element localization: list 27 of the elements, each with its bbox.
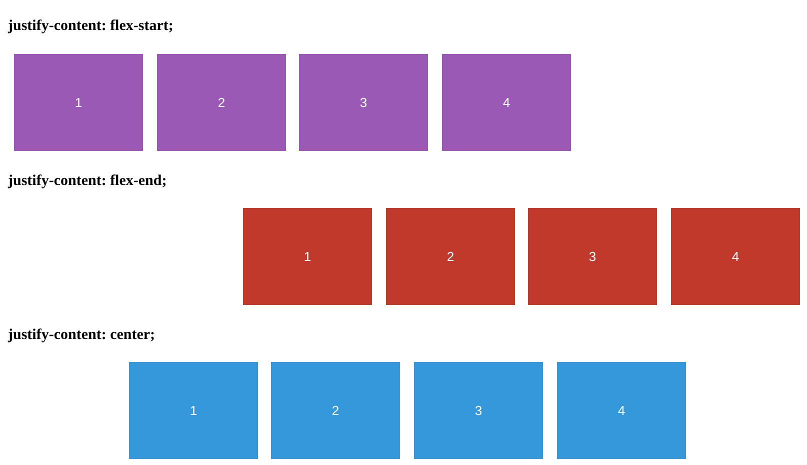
- item-number: 1: [190, 403, 198, 418]
- flex-item: [528, 208, 657, 305]
- item-number: 4: [618, 403, 626, 418]
- item-number: 3: [588, 249, 596, 264]
- flex-item: [243, 208, 372, 305]
- flex-item: [442, 54, 571, 151]
- flex-item: [671, 208, 800, 305]
- flex-item: [129, 362, 258, 459]
- flex-item: [271, 362, 400, 459]
- flex-item: [386, 208, 515, 305]
- flex-item: [157, 54, 286, 151]
- item-number: 3: [360, 95, 368, 110]
- item-number: 2: [332, 403, 340, 418]
- flex-item: [414, 362, 543, 459]
- item-number: 1: [304, 249, 312, 264]
- heading: justify-content: flex-end;: [8, 172, 167, 190]
- flex-item: [299, 54, 428, 151]
- heading: justify-content: flex-start;: [8, 17, 174, 35]
- item-number: 3: [474, 403, 482, 418]
- item-number: 4: [732, 249, 740, 264]
- item-number: 2: [218, 95, 226, 110]
- item-number: 2: [446, 249, 454, 264]
- flex-item: [557, 362, 686, 459]
- heading: justify-content: center;: [8, 326, 156, 344]
- item-number: 4: [502, 95, 510, 110]
- flex-item: [14, 54, 143, 151]
- item-number: 1: [74, 95, 82, 110]
